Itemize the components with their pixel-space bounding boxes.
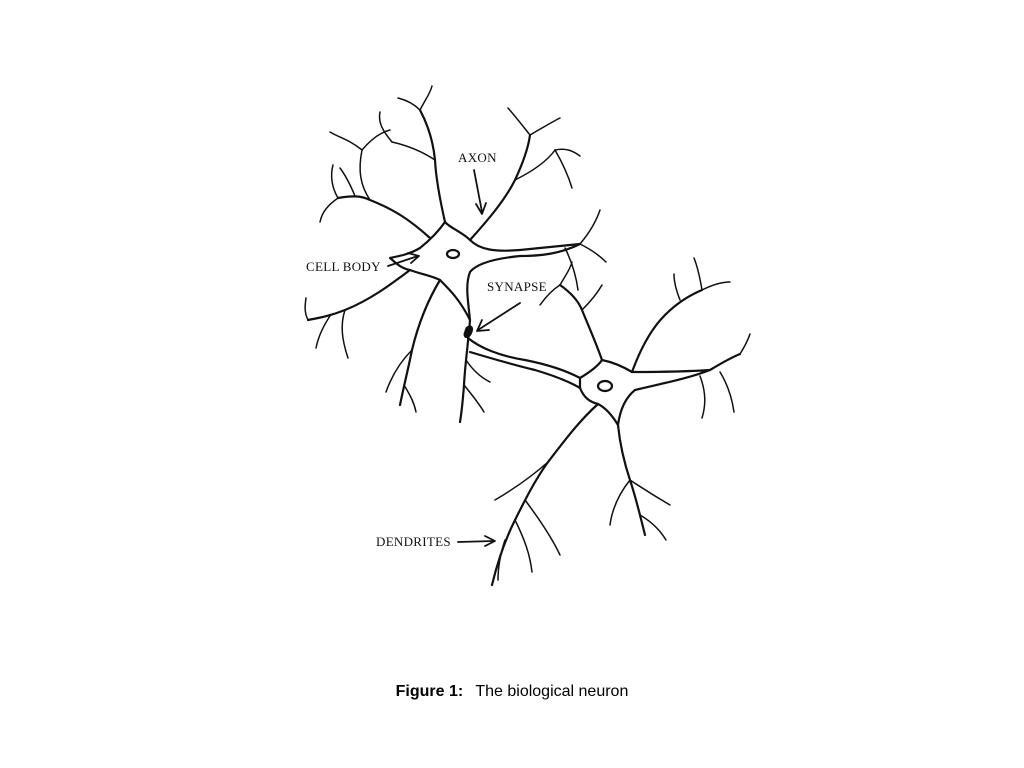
neuron-lower	[490, 257, 751, 587]
neuron-upper-branch	[315, 315, 331, 349]
neuron-upper-branch	[339, 167, 356, 197]
figure-caption-label: Figure 1:	[395, 683, 464, 700]
neuron-upper-branch	[361, 129, 391, 151]
neuron-upper-dendrite	[398, 278, 442, 407]
arrow-cell-body-head	[407, 252, 420, 264]
neuron-upper-branch	[391, 141, 436, 161]
axon-connection	[466, 336, 582, 380]
neuron-lower-branch	[639, 514, 667, 541]
neuron-lower-branch	[673, 273, 681, 301]
label-synapse: SYNAPSE	[487, 279, 547, 294]
neuron-lower-branch	[559, 261, 573, 286]
neuron-lower-branch	[497, 539, 506, 581]
neuron-upper-branch	[564, 247, 579, 291]
label-cell-body: CELL BODY	[306, 259, 381, 274]
neuron-upper	[304, 85, 607, 424]
arrow-axon	[473, 169, 483, 213]
figure-caption: Figure 1: The biological neuron	[0, 683, 1024, 701]
axon-connection	[468, 350, 582, 390]
neuron-lower-branch	[524, 499, 561, 556]
neuron-upper-branch	[330, 164, 339, 199]
neuron-upper-branch	[419, 85, 433, 111]
arrow-dendrites	[457, 540, 495, 543]
neuron-upper-dendrite	[336, 195, 432, 240]
neuron-lower-branch	[693, 257, 703, 291]
neuron-upper-branch	[385, 349, 413, 393]
synapse-terminal	[463, 325, 473, 339]
arrow-cell-body	[387, 255, 419, 267]
neuron-lower-branch	[629, 479, 671, 506]
arrow-synapse	[477, 302, 521, 331]
neuron-lower-soma	[578, 358, 712, 427]
label-axon: AXON	[458, 150, 497, 165]
neuron-upper-branch	[465, 359, 491, 383]
neuron-upper-soma	[388, 220, 582, 322]
neuron-lower-dendrite	[708, 352, 742, 372]
neuron-lower-branch	[609, 479, 631, 526]
label-dendrites-group: DENDRITES	[376, 534, 496, 549]
neuron-upper-branch	[397, 97, 421, 111]
neuron-upper-branch	[579, 243, 607, 263]
arrow-axon-head	[475, 202, 487, 215]
label-cell-body-group: CELL BODY	[306, 252, 420, 274]
neuron-upper-branch	[514, 149, 556, 181]
neuron-lower-branch	[699, 375, 706, 419]
neuron-lower-branch	[739, 333, 751, 355]
neuron-upper-branch	[319, 197, 339, 223]
neuron-upper-nucleus	[445, 248, 461, 260]
neuron-upper-dendrite	[306, 268, 412, 322]
neuron-upper-branch	[341, 309, 349, 359]
neuron-lower-branch	[514, 519, 533, 573]
neuron-upper-branch	[304, 297, 309, 321]
neuron-lower-branch	[539, 284, 561, 306]
figure-caption-text: The biological neuron	[475, 683, 629, 700]
arrow-dendrites-head	[484, 535, 496, 547]
label-dendrites: DENDRITES	[376, 534, 451, 549]
neuron-upper-branch	[507, 107, 531, 136]
neuron-lower-dendrite	[490, 402, 600, 587]
neuron-upper-branch	[579, 209, 601, 245]
neuron-lower-nucleus	[596, 379, 614, 393]
neuron-lower-dendrite	[630, 288, 704, 374]
neuron-upper-branch	[378, 111, 393, 143]
neuron-upper-branch	[359, 149, 371, 201]
neuron-upper-branch	[463, 384, 485, 413]
neuron-upper-branch	[403, 384, 417, 413]
neuron-lower-dendrite	[616, 423, 647, 537]
neuron-lower-branch	[581, 284, 603, 311]
neuron-upper-branch	[529, 117, 561, 136]
neuron-upper-branch	[554, 149, 573, 189]
label-synapse-group: SYNAPSE	[476, 279, 547, 332]
neuron-lower-branch	[701, 281, 731, 291]
label-axon-group: AXON	[458, 150, 497, 215]
neuron-upper-branch	[329, 131, 363, 151]
neuron-upper-dendrite	[418, 108, 447, 224]
neuron-upper-branch	[554, 148, 581, 157]
neuron-lower-branch	[494, 461, 549, 501]
neuron-lower-branch	[719, 371, 735, 413]
neuron-lower-dendrite	[558, 283, 604, 362]
arrow-synapse-head	[476, 319, 490, 332]
